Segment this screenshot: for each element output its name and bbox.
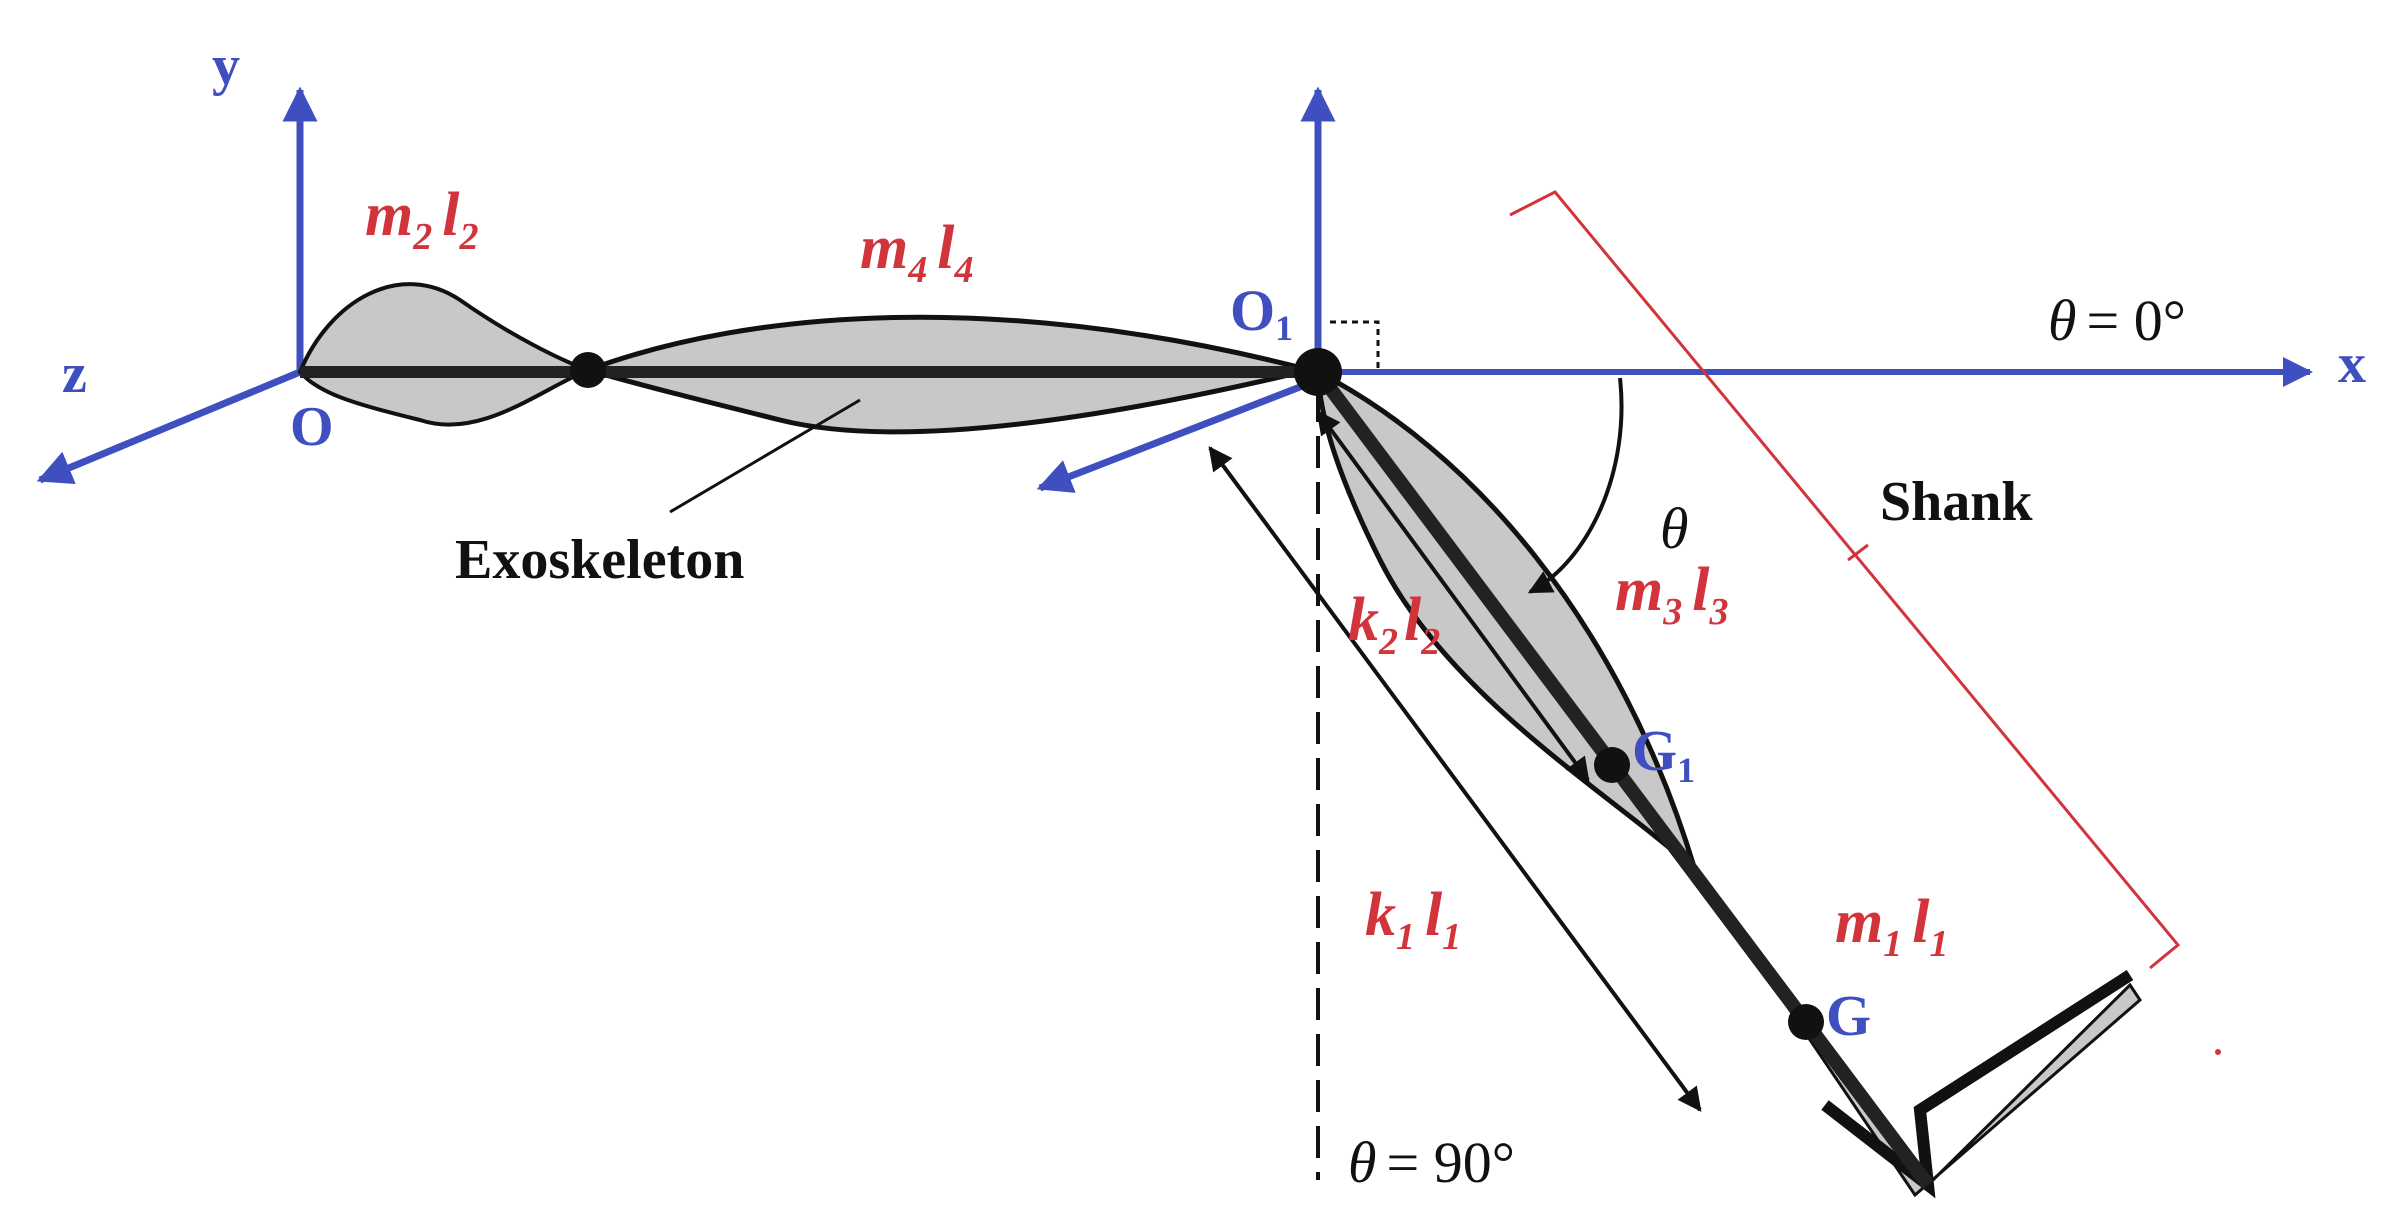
shank-bracket-tick xyxy=(1847,543,1869,562)
x-axis-label: x xyxy=(2338,333,2366,395)
shank-label: Shank xyxy=(1880,471,2033,533)
theta-ninety-label: θ= 90° xyxy=(1348,1130,1515,1195)
thigh-links xyxy=(297,282,1318,435)
y-axis-label: y xyxy=(212,35,240,97)
origin-axes xyxy=(36,86,318,485)
label-k2l2: k2l2 xyxy=(1348,586,1440,663)
label-g: G xyxy=(1826,983,1871,1048)
joint-label: O1 xyxy=(1230,278,1293,348)
z-axis-label: z xyxy=(62,343,87,405)
theta-arc xyxy=(1527,377,1624,594)
exoskeleton-pointer xyxy=(669,398,861,514)
label-g1: G1 xyxy=(1632,718,1695,790)
foot-outline xyxy=(1821,969,2134,1199)
theta-zero-label: θ= 0° xyxy=(2048,288,2186,353)
k1l1-arrow xyxy=(1208,446,1702,1112)
measurement-arrows xyxy=(1208,410,1702,1112)
right-angle-mark xyxy=(1330,320,1380,368)
theta-arc-label: θ xyxy=(1660,496,1689,561)
point-g-dot xyxy=(1788,1004,1824,1040)
stray-dot xyxy=(2215,1049,2221,1055)
joint-o1-dot xyxy=(1294,348,1342,396)
point-g1-dot xyxy=(1594,747,1630,783)
shank-bracket xyxy=(1509,190,2181,970)
z-axis-joint xyxy=(1036,376,1320,493)
link-m2-shape xyxy=(297,282,594,427)
exoskeleton-label: Exoskeleton xyxy=(455,529,744,591)
origin-label: O xyxy=(290,396,334,458)
z-axis-origin xyxy=(36,368,302,485)
knee-joint-mid xyxy=(570,352,606,388)
